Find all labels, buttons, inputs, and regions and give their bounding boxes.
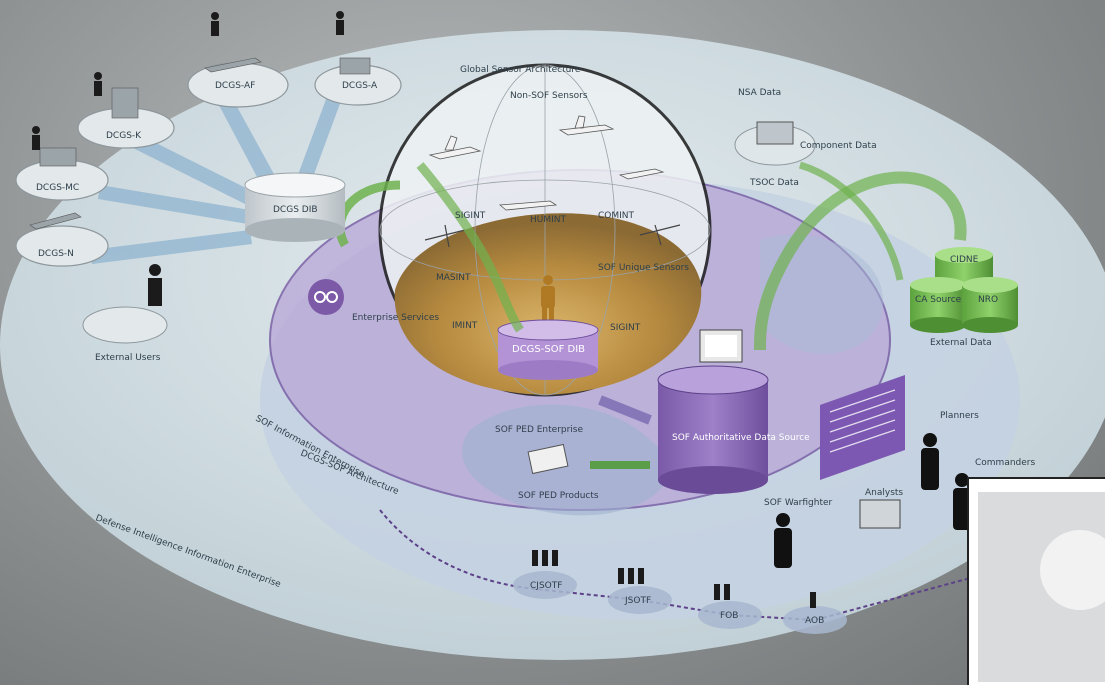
component-data-label: Component Data	[800, 141, 877, 151]
sof-ped-products-icon	[527, 443, 569, 475]
planners-label: Planners	[940, 411, 979, 421]
unit-cjsotf-label: CJSOTF	[530, 581, 562, 591]
enterprise-services-label: Enterprise Services	[352, 313, 439, 323]
server-icon	[756, 121, 794, 145]
cidne-label: CIDNE	[950, 255, 979, 265]
imint-label: IMINT	[452, 321, 478, 331]
analysts-label: Analysts	[865, 488, 903, 498]
equipment-icons	[29, 57, 371, 230]
sigint2-label: SIGINT	[610, 323, 641, 333]
map-shape-2	[760, 234, 884, 354]
dcgs-a-label: DCGS-A	[342, 81, 378, 91]
sof-authoritative-label: SOF Authoritative Data Source	[672, 433, 810, 443]
dcgs-n-label: DCGS-N	[38, 249, 74, 259]
dcgs-dib-cylinder	[244, 172, 346, 242]
unit-fob-label: FOB	[720, 611, 738, 621]
dcgs-node-discs	[15, 62, 402, 267]
sof-authoritative-cylinder	[657, 365, 769, 494]
external-data-cylinders	[910, 247, 1018, 333]
unit-link-line	[544, 569, 1001, 622]
tsoc-data-label: TSOC Data	[749, 178, 799, 188]
masint-label: MASINT	[436, 273, 471, 283]
sof-info-boundary	[379, 509, 546, 591]
unit-discs	[513, 571, 847, 634]
enterprise-gear-icon-2	[326, 291, 338, 303]
aircraft-icons	[428, 115, 665, 211]
enterprise-gear-icon	[314, 291, 326, 303]
dcgs-sof-dib-label: DCGS-SOF DIB	[512, 344, 585, 355]
dcgs-dib-label: DCGS DIB	[273, 205, 318, 215]
sof-warfighter-label: SOF Warfighter	[764, 498, 833, 508]
ca-source-label: CA Source	[915, 295, 962, 305]
unit-aob-label: AOB	[805, 616, 824, 626]
role-figures	[774, 433, 971, 568]
external-users-label: External Users	[95, 353, 161, 363]
info-panel	[820, 375, 905, 480]
green-arrow-component	[798, 161, 904, 281]
unit-soldiers	[532, 550, 816, 608]
nsa-data-label: NSA Data	[738, 88, 781, 98]
dcgs-sof-dib-cylinder	[497, 319, 599, 380]
uav-icons	[424, 224, 681, 248]
external-data-label: External Data	[930, 338, 992, 348]
sof-ped-products-label: SOF PED Products	[518, 491, 599, 501]
humint-label: HUMINT	[530, 215, 567, 225]
green-arrow-left	[335, 180, 401, 248]
non-sof-sensors-label: Non-SOF Sensors	[510, 91, 588, 101]
comint-label: COMINT	[598, 211, 635, 221]
sof-ped-enterprise-label: SOF PED Enterprise	[495, 425, 583, 435]
people-icons-top	[32, 11, 344, 306]
external-users-disc	[82, 306, 168, 344]
soldier-figure	[541, 275, 555, 320]
green-arrow-globe	[416, 162, 524, 333]
workstation-icon	[699, 329, 743, 363]
purple-arrow	[598, 395, 652, 425]
dcgs-connectors	[90, 85, 345, 264]
global-sensor-label: Global Sensor Architecture	[460, 65, 581, 75]
dcgs-k-label: DCGS-K	[106, 131, 142, 141]
green-arrow-right	[754, 171, 967, 351]
dcgs-mc-label: DCGS-MC	[36, 183, 79, 193]
sigint-label: SIGINT	[455, 211, 486, 221]
unit-jsotf-label: JSOTF	[624, 596, 651, 606]
dcgs-af-label: DCGS-AF	[215, 81, 255, 91]
sof-unique-label: SOF Unique Sensors	[598, 263, 689, 273]
inset-photo-shape	[1040, 530, 1105, 610]
commanders-label: Commanders	[975, 458, 1035, 468]
nro-label: NRO	[978, 295, 998, 305]
